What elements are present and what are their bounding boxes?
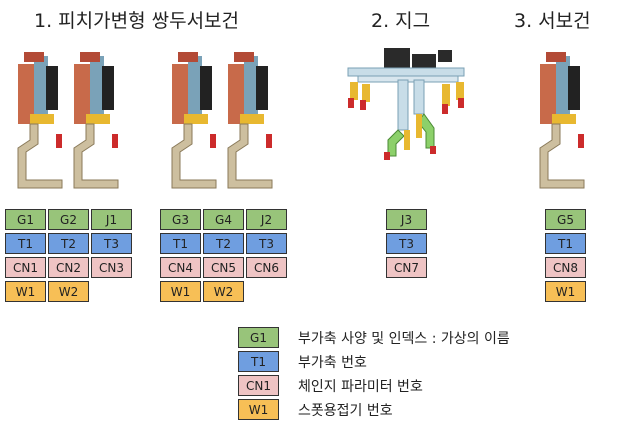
- label-cell: J3: [386, 209, 427, 230]
- label-cell: CN4: [160, 257, 201, 278]
- label-cell: CN5: [203, 257, 244, 278]
- label-cell: T1: [545, 233, 586, 254]
- label-cell: G3: [160, 209, 201, 230]
- label-cell: CN8: [545, 257, 586, 278]
- servo-gun-unit-left: [17, 52, 63, 189]
- jig-illustration: [347, 48, 465, 160]
- legend-swatch-cn1: CN1: [238, 375, 279, 396]
- label-cell: CN3: [91, 257, 132, 278]
- label-cell: G1: [5, 209, 46, 230]
- label-cell: T2: [48, 233, 89, 254]
- twin-servo-gun-illustration-1: [17, 52, 119, 189]
- title-pitch-variable-twin-servo-gun: 1. 피치가변형 쌍두서보건: [34, 10, 240, 32]
- servo-gun-unit-right: [73, 52, 119, 189]
- legend-text-cn1: 체인지 파라미터 번호: [298, 379, 423, 395]
- label-cell: W2: [203, 281, 244, 302]
- label-cell: W1: [160, 281, 201, 302]
- label-cell: T1: [5, 233, 46, 254]
- label-cell: G2: [48, 209, 89, 230]
- label-cell: CN2: [48, 257, 89, 278]
- servo-gun-unit-right: [227, 52, 273, 189]
- label-cell: W2: [48, 281, 89, 302]
- label-cell: CN6: [246, 257, 287, 278]
- label-cell: CN1: [5, 257, 46, 278]
- title-servo-gun: 3. 서보건: [514, 10, 591, 32]
- legend-swatch-w1: W1: [238, 399, 279, 420]
- servo-gun-unit-left: [171, 52, 217, 189]
- label-cell: T3: [246, 233, 287, 254]
- label-cell: G5: [545, 209, 586, 230]
- legend-text-w1: 스폿용접기 번호: [298, 403, 393, 419]
- title-jig: 2. 지그: [371, 10, 431, 32]
- label-cell: T2: [203, 233, 244, 254]
- label-cell: CN7: [386, 257, 427, 278]
- servo-gun-illustration: [539, 52, 585, 189]
- legend-swatch-t1: T1: [238, 351, 279, 372]
- label-cell: T3: [91, 233, 132, 254]
- label-cell: T1: [160, 233, 201, 254]
- legend-swatch-g1: G1: [238, 327, 279, 348]
- label-cell: W1: [545, 281, 586, 302]
- legend-text-t1: 부가축 번호: [298, 355, 367, 371]
- label-cell: T3: [386, 233, 427, 254]
- label-cell: W1: [5, 281, 46, 302]
- twin-servo-gun-illustration-2: [171, 52, 273, 189]
- label-cell: J2: [246, 209, 287, 230]
- label-cell: G4: [203, 209, 244, 230]
- label-cell: J1: [91, 209, 132, 230]
- legend-text-g1: 부가축 사양 및 인덱스 : 가상의 이름: [298, 331, 510, 347]
